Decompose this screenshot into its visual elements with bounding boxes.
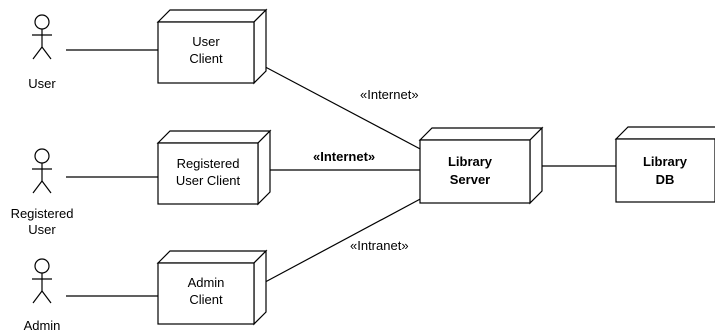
node-label-line: Client bbox=[189, 51, 223, 66]
node-label-line: Server bbox=[450, 172, 490, 187]
label-admin-client-connection: «Intranet» bbox=[350, 238, 409, 253]
actor-admin: Admin bbox=[24, 258, 61, 333]
actor-registered-user: Registered User bbox=[11, 148, 74, 237]
link-user-client-to-server bbox=[253, 60, 425, 152]
actor-label-line: Registered bbox=[11, 206, 74, 221]
stick-figure-icon bbox=[32, 258, 52, 304]
node-registered-user-client[interactable]: Registered User Client bbox=[156, 129, 272, 206]
node-label-line: Library bbox=[448, 154, 493, 169]
node-label-line: Client bbox=[189, 292, 223, 307]
stick-figure-icon bbox=[32, 14, 52, 60]
node-label-line: Admin bbox=[188, 275, 225, 290]
node-label-line: User Client bbox=[176, 173, 241, 188]
node-library-db[interactable]: Library DB bbox=[614, 126, 715, 203]
label-registered-client-connection: «Internet» bbox=[313, 149, 375, 164]
connections bbox=[66, 49, 616, 297]
actor-user: User bbox=[28, 14, 56, 91]
node-label-line: Registered bbox=[177, 156, 240, 171]
actor-label-line: Admin bbox=[24, 318, 61, 333]
node-label-line: Library bbox=[643, 154, 688, 169]
actor-label-line: User bbox=[28, 76, 56, 91]
node-label-line: User bbox=[192, 34, 220, 49]
link-admin-client-to-server bbox=[253, 196, 425, 289]
actor-label-line: User bbox=[28, 222, 56, 237]
node-library-server[interactable]: Library Server bbox=[418, 126, 544, 205]
node-user-client[interactable]: User Client bbox=[156, 8, 268, 85]
connection-labels: «Internet» «Internet» «Intranet» bbox=[313, 87, 419, 253]
node-label-line: DB bbox=[656, 172, 675, 187]
stick-figure-icon bbox=[32, 148, 52, 194]
node-admin-client[interactable]: Admin Client bbox=[156, 249, 268, 326]
label-user-client-connection: «Internet» bbox=[360, 87, 419, 102]
